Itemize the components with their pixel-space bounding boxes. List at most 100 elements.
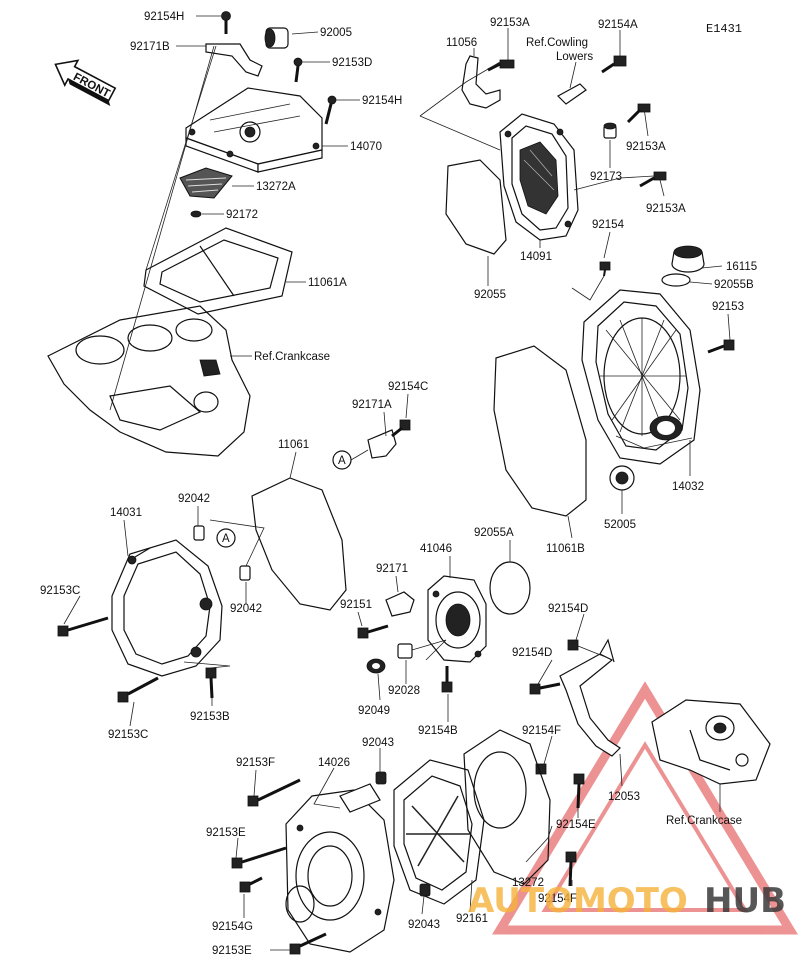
- label-92154C: 92154C: [388, 381, 428, 393]
- label-92154B: 92154B: [418, 725, 458, 737]
- bolt-92154E: [573, 773, 585, 809]
- bolt-92153F: [247, 778, 301, 807]
- label-92153A-2: 92153A: [626, 141, 666, 153]
- dowel-92043-1: [375, 771, 387, 785]
- label-13272: 13272: [512, 877, 544, 889]
- label-14026: 14026: [318, 757, 350, 769]
- label-16115: 16115: [726, 261, 757, 273]
- label-14031: 14031: [110, 507, 142, 519]
- bolt-92153C-2: [117, 676, 159, 703]
- bolt-92154G: [239, 876, 263, 893]
- clutch-cover-14032-assembly: [493, 231, 735, 539]
- collar-92028: [397, 643, 413, 659]
- label-92153B: 92153B: [190, 711, 230, 723]
- bolt-92154B: [441, 666, 453, 693]
- label-52005: 52005: [604, 519, 636, 531]
- bolt-92153: [707, 339, 735, 354]
- label-lowers: Lowers: [556, 51, 593, 63]
- callout-circle-a2: A: [216, 528, 236, 548]
- label-92154D-1: 92154D: [548, 603, 588, 615]
- watermark-part1: AUTOMOTO: [468, 881, 688, 921]
- bolt-92154D-1: [567, 639, 579, 651]
- bolt-92154H-mid: [324, 95, 337, 125]
- label-92055A: 92055A: [474, 527, 514, 539]
- label-13272A: 13272A: [256, 181, 296, 193]
- grommet-92049: [366, 658, 386, 674]
- label-92171: 92171: [376, 563, 408, 575]
- damper-92173: [603, 122, 617, 139]
- label-92153D: 92153D: [332, 57, 372, 69]
- label-92153C-1: 92153C: [40, 585, 80, 597]
- label-92043-1: 92043: [362, 737, 394, 749]
- o-ring-92055A: [489, 561, 531, 615]
- label-92042-1: 92042: [178, 493, 210, 505]
- fitting-92005: [264, 27, 289, 49]
- label-92055B: 92055B: [714, 279, 754, 291]
- label-92042-2: 92042: [230, 603, 262, 615]
- label-92171B: 92171B: [130, 41, 170, 53]
- label-92171A: 92171A: [352, 399, 392, 411]
- label-92153A-1: 92153A: [490, 17, 530, 29]
- gasket-92055: [445, 159, 507, 255]
- watermark-part2: HUB: [704, 881, 786, 921]
- label-92153E-2: 92153E: [212, 945, 252, 957]
- dowel-pin-92042-1: [193, 525, 205, 541]
- label-11061B: 11061B: [546, 543, 585, 555]
- bolt-92151: [357, 624, 389, 639]
- bolt-92154A: [601, 55, 627, 74]
- bolt-92153B: [205, 667, 217, 699]
- dowel-pin-92042-2: [239, 565, 251, 581]
- bolt-92153E-2: [289, 932, 327, 955]
- svg-text:A: A: [222, 533, 230, 545]
- label-92153E-1: 92153E: [206, 827, 246, 839]
- cover-14070: [185, 87, 323, 173]
- label-11061: 11061: [278, 439, 309, 451]
- label-92043-2: 92043: [408, 919, 440, 931]
- gasket-92161: [463, 729, 551, 885]
- gasket-11061: [251, 477, 347, 611]
- gasket-11061A: [143, 227, 293, 315]
- cover-14091-assembly: [419, 28, 667, 286]
- label-92153: 92153: [712, 301, 744, 313]
- label-92153C-2: 92153C: [108, 729, 148, 741]
- cover-41046-assembly: [357, 540, 531, 722]
- clip-92171: [385, 591, 415, 617]
- label-92153F: 92153F: [236, 757, 275, 769]
- front-arrow-icon: FRONT: [54, 59, 117, 106]
- bolt-92154H-top: [221, 11, 231, 34]
- label-41046: 41046: [420, 543, 452, 555]
- label-92005: 92005: [320, 27, 352, 39]
- label-14091: 14091: [520, 251, 552, 263]
- generator-cover-14031-assembly: A: [57, 451, 347, 727]
- label-92161: 92161: [456, 913, 488, 925]
- bolt-92154: [599, 261, 611, 277]
- oil-filler-cap-16115: [671, 245, 705, 273]
- label-92154F-2: 92154F: [538, 893, 577, 905]
- label-92154D-2: 92154D: [512, 647, 552, 659]
- label-92154G: 92154G: [212, 921, 253, 933]
- bracket-92171A: [367, 429, 397, 459]
- label-92154H-mid: 92154H: [362, 95, 402, 107]
- bolt-92153E-1: [231, 846, 287, 869]
- label-11061A: 11061A: [308, 277, 347, 289]
- label-92154A: 92154A: [598, 19, 638, 31]
- watermark-logo: AUTOMOTO HUB: [468, 881, 786, 921]
- pipe-12053-assembly: [529, 613, 771, 818]
- cover-14026-assembly: [231, 729, 577, 955]
- crankcase-reference-outline: [47, 305, 251, 457]
- breather-cover-assembly: [143, 11, 337, 315]
- label-ref-cowling: Ref.Cowling: [526, 37, 588, 49]
- label-92154: 92154: [592, 219, 625, 231]
- svg-text:A: A: [338, 455, 346, 467]
- cowling-bracket: [557, 83, 587, 105]
- o-ring-92055B: [661, 273, 691, 287]
- rotor-cover-plate: [393, 759, 485, 905]
- bolt-92154D-2: [529, 682, 561, 695]
- bolt-92153D: [293, 57, 303, 83]
- bracket-92171B: [205, 43, 263, 77]
- bolt-92153C-1: [57, 616, 109, 637]
- bolt-92154C: [391, 419, 411, 438]
- label-92154H-top: 92154H: [144, 11, 184, 23]
- label-14070: 14070: [350, 141, 382, 153]
